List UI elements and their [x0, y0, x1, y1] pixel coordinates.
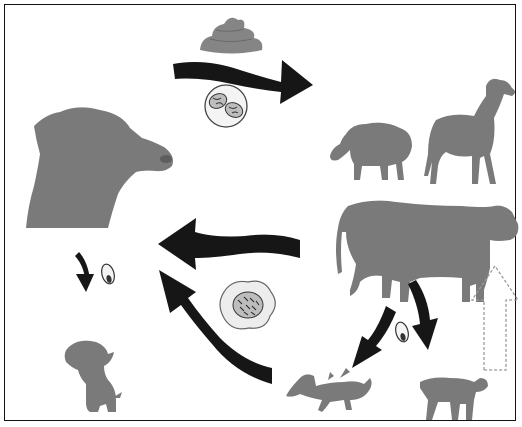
feces-icon — [200, 18, 262, 54]
aborted-fetus-silhouette — [286, 368, 372, 412]
arrow-intermediate-host-to-dog — [158, 218, 300, 270]
arrow-dog-to-puppy — [75, 252, 94, 292]
tachyzoite-icon-dog — [100, 263, 117, 285]
calf-silhouette — [420, 378, 488, 421]
puppy-silhouette — [65, 341, 122, 412]
cow-silhouette — [336, 201, 518, 302]
tachyzoite-icon-cow — [394, 321, 411, 343]
arrow-cow-to-aborted-fetus — [352, 306, 396, 368]
arrow-cow-to-calf — [408, 280, 438, 350]
dog-head-silhouette — [26, 107, 173, 228]
deer-silhouette — [424, 79, 515, 184]
sheep-silhouette — [330, 123, 412, 180]
oocyst-icon — [205, 85, 247, 127]
tissue-cyst-icon — [220, 281, 275, 329]
